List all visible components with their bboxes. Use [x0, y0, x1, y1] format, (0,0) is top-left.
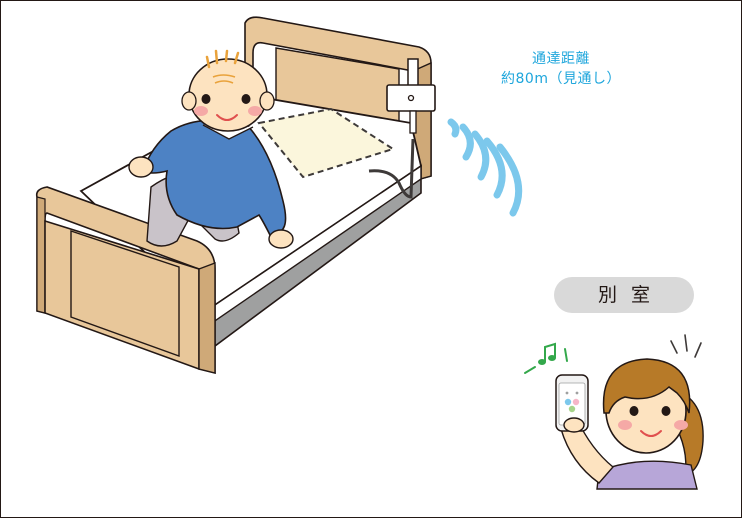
transmitter-body [386, 84, 436, 112]
radio-wave-icon [447, 118, 523, 217]
caregiver-girl [524, 334, 704, 490]
range-line-2: 約80m（見通し） [501, 71, 621, 87]
transmitter-device [386, 58, 436, 134]
sound-lines-icon [670, 334, 702, 358]
smartphone [555, 374, 589, 432]
range-line-1: 通達距離 [532, 51, 590, 67]
sensor-cable [368, 138, 415, 199]
elderly-man [128, 49, 294, 249]
music-note-icon [524, 342, 568, 374]
girl-hair [602, 358, 691, 414]
transmission-range-label: 通達距離 約80m（見通し） [499, 49, 623, 89]
separate-room-badge: 別室 [554, 277, 694, 313]
sensor-mat [257, 107, 396, 179]
